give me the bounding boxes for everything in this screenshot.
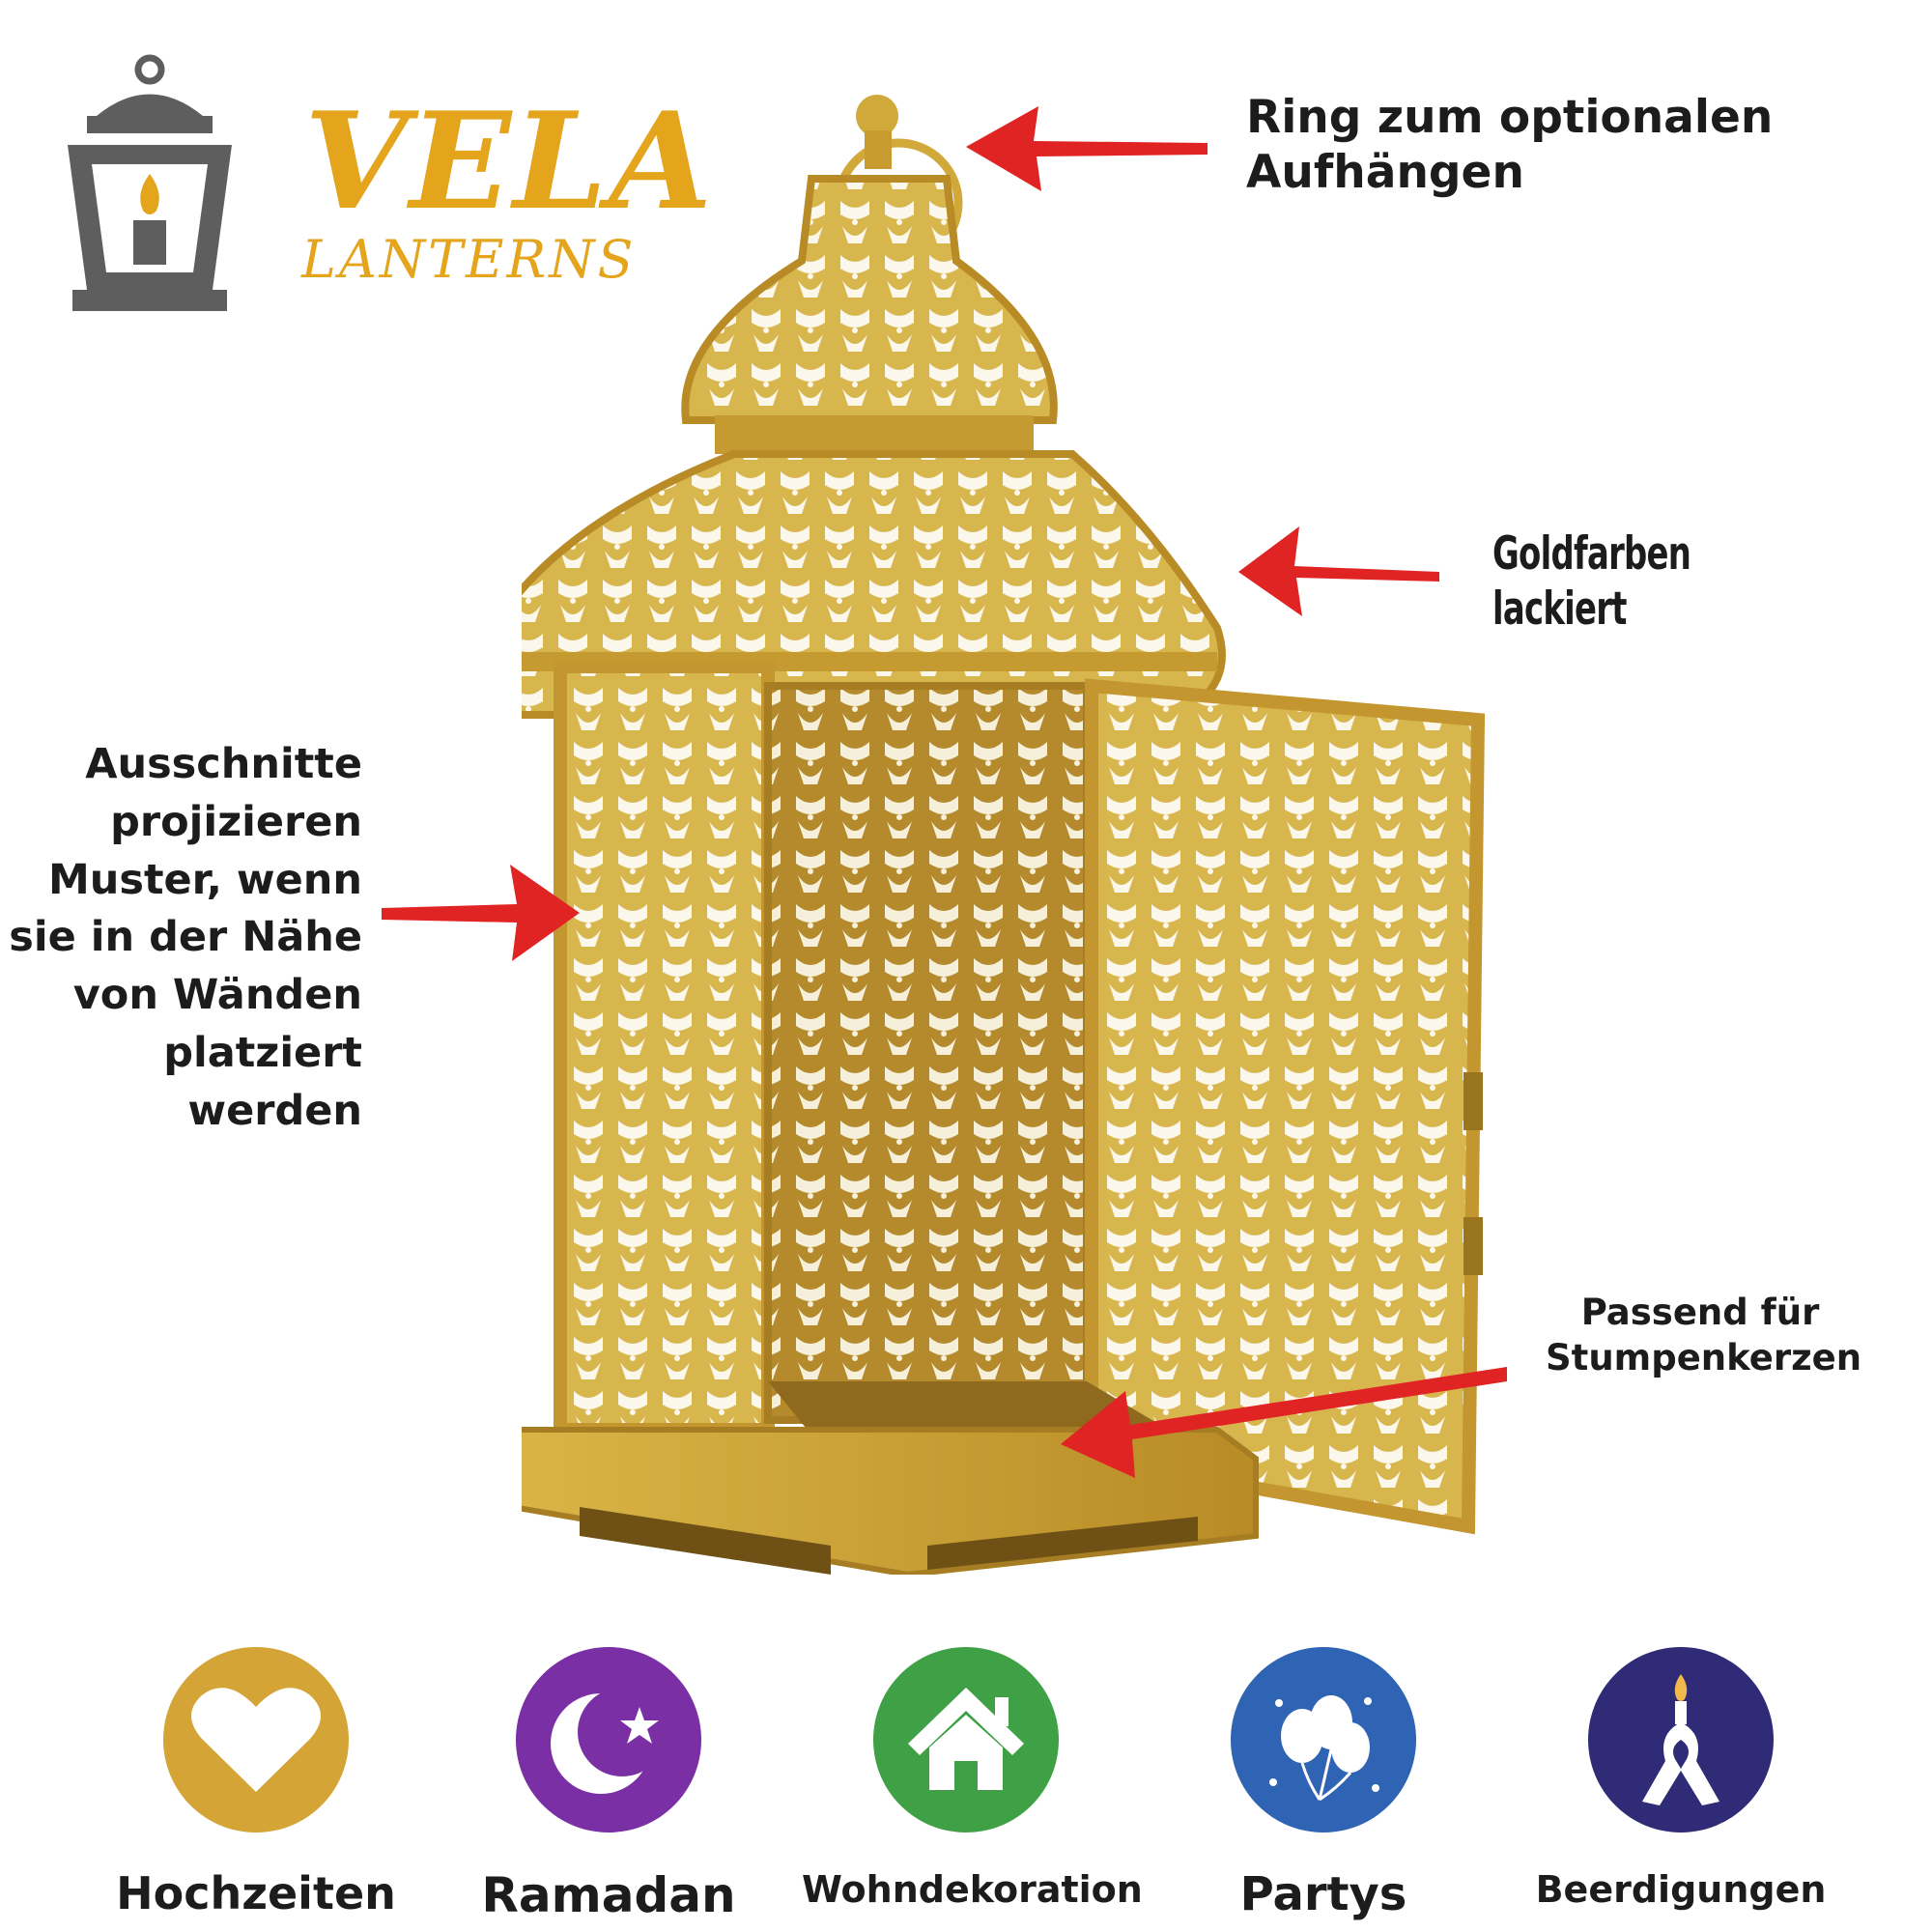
callout-candles: Passend für Stumpenkerzen (1546, 1290, 1861, 1381)
callout-candles-line-1: Passend für (1580, 1292, 1820, 1333)
brand-tagline: LANTERNS (301, 229, 637, 290)
use-case-weddings: Hochzeiten (92, 1647, 420, 1916)
callout-ring-line-2: Aufhängen (1246, 146, 1524, 200)
callout-cutouts-line-5: von Wänden (72, 971, 362, 1020)
lantern-product-image (522, 95, 1486, 1575)
callout-cutouts-line-3: Muster, wenn (47, 855, 362, 904)
house-icon (873, 1647, 1059, 1833)
use-case-label: Beerdigungen (1535, 1868, 1827, 1911)
callout-cutouts-line-4: sie in der Nähe (9, 913, 362, 962)
candle-ribbon-icon (1588, 1647, 1774, 1833)
use-case-parties: Partys (1159, 1647, 1488, 1918)
callout-candles-line-2: Stumpenkerzen (1546, 1337, 1862, 1379)
heart-icon (163, 1647, 349, 1833)
callout-cutouts: Ausschnitte projizieren Muster, wenn sie… (9, 736, 362, 1140)
use-case-label: Ramadan (481, 1867, 736, 1923)
use-case-label: Hochzeiten (116, 1867, 396, 1919)
use-case-label: Wohndekoration (802, 1868, 1143, 1911)
crescent-star-icon (516, 1647, 701, 1833)
brand-name: VELA (304, 82, 715, 240)
callout-cutouts-line-2: projizieren (110, 797, 362, 846)
use-case-home-decor: Wohndekoration (802, 1647, 1143, 1911)
callout-ring-line-1: Ring zum optionalen (1246, 91, 1774, 144)
use-case-label: Partys (1239, 1867, 1407, 1921)
brand-logo: VELA LANTERNS (48, 48, 712, 319)
callout-cutouts-line-7: werden (187, 1086, 362, 1135)
callout-cutouts-line-6: platziert (163, 1028, 362, 1077)
use-case-funerals: Beerdigungen (1517, 1647, 1845, 1908)
callout-ring: Ring zum optionalen Aufhängen (1246, 90, 1773, 201)
lantern-logo-icon (68, 54, 232, 311)
callout-cutouts-line-1: Ausschnitte (85, 740, 362, 788)
use-case-ramadan: Ramadan (444, 1647, 773, 1919)
balloons-icon (1231, 1647, 1416, 1833)
callout-gold: Goldfarben lackiert (1492, 527, 1691, 637)
